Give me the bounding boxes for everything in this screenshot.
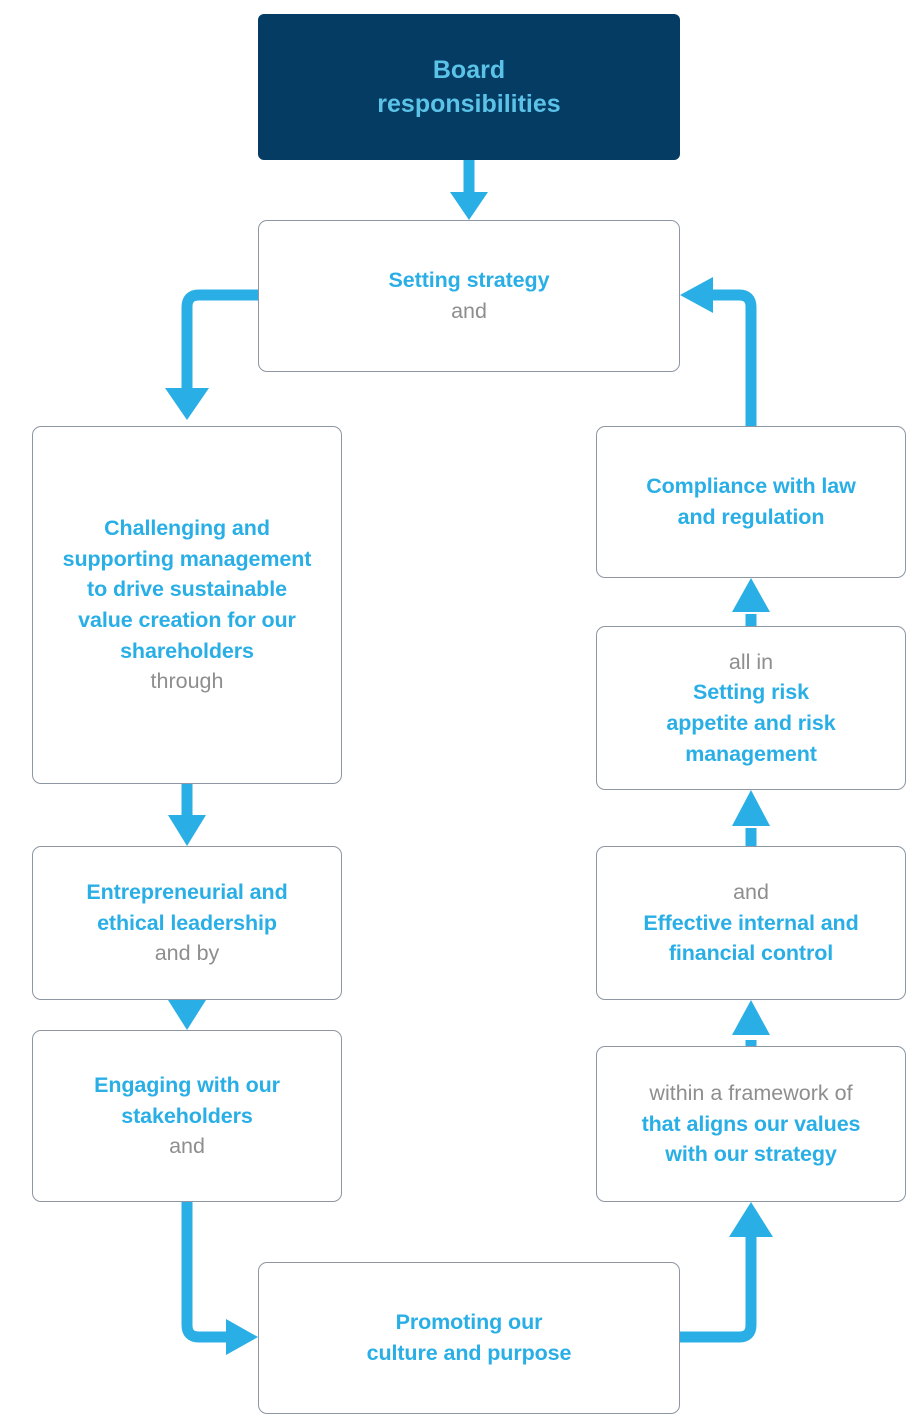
compliance-line1: Compliance with law (646, 474, 856, 499)
connector-promoting-to-within-framework (680, 1202, 773, 1343)
challenging-supporting-line1: Challenging and (104, 516, 270, 541)
node-within-a-framework-of: within a framework of that aligns our va… (596, 1046, 906, 1202)
within-framework-line1: that aligns our values (641, 1111, 861, 1136)
entrepreneurial-line2: ethical leadership (97, 910, 277, 935)
setting-strategy-muted: and (451, 299, 487, 323)
setting-strategy-strong: Setting strategy (388, 268, 550, 293)
node-setting-risk-appetite-management: all in Setting risk appetite and risk ma… (596, 626, 906, 790)
connector-compliance-to-strategy (680, 277, 757, 426)
within-framework-muted: within a framework of (649, 1081, 853, 1106)
effective-control-line2: financial control (668, 941, 834, 966)
node-effective-internal-financial-control: and Effective internal and financial con… (596, 846, 906, 1000)
promoting-culture-line1: Promoting our (395, 1310, 543, 1335)
node-setting-strategy: Setting strategy and (258, 220, 680, 372)
connector-board-to-strategy (450, 160, 488, 220)
entrepreneurial-line1: Entrepreneurial and (86, 880, 288, 905)
engaging-stakeholders-line1: Engaging with our (94, 1073, 280, 1098)
connector-challenging-to-entrepreneurial (168, 784, 206, 846)
node-entrepreneurial-ethical-leadership: Entrepreneurial and ethical leadership a… (32, 846, 342, 1000)
connector-setting-risk-to-compliance (732, 578, 770, 626)
engaging-stakeholders-muted: and (169, 1134, 205, 1159)
challenging-supporting-line2: supporting management (62, 546, 312, 571)
challenging-supporting-line5: shareholders (120, 638, 254, 663)
entrepreneurial-muted: and by (154, 941, 220, 966)
connector-effective-control-to-setting-risk (732, 790, 770, 846)
setting-risk-muted: all in (728, 649, 774, 674)
promoting-culture-line2: culture and purpose (366, 1341, 572, 1365)
board-responsibilities-line1: Board (432, 56, 506, 84)
connector-within-framework-to-effective-control (732, 1000, 770, 1046)
within-framework-line2: with our strategy (665, 1142, 837, 1167)
node-board-responsibilities: Board responsibilities (258, 14, 680, 160)
node-challenging-supporting-management: Challenging and supporting management to… (32, 426, 342, 784)
setting-risk-line1: Setting risk (693, 680, 809, 705)
board-responsibilities-line2: responsibilities (377, 90, 561, 118)
connector-engaging-to-promoting (181, 1202, 258, 1355)
engaging-stakeholders-line2: stakeholders (121, 1103, 253, 1128)
node-engaging-with-stakeholders: Engaging with our stakeholders and (32, 1030, 342, 1202)
challenging-supporting-line3: to drive sustainable (87, 577, 287, 602)
setting-risk-line3: management (685, 741, 817, 766)
effective-control-muted: and (733, 880, 769, 905)
node-compliance-with-law-and-regulation: Compliance with law and regulation (596, 426, 906, 578)
challenging-supporting-muted: through (150, 669, 224, 694)
compliance-line2: and regulation (677, 505, 825, 529)
connector-strategy-to-challenging (165, 289, 258, 420)
challenging-supporting-line4: value creation for our (78, 608, 296, 632)
connector-entrepreneurial-to-engaging (168, 1000, 206, 1030)
setting-risk-line2: appetite and risk (666, 711, 836, 735)
node-promoting-culture-and-purpose: Promoting our culture and purpose (258, 1262, 680, 1414)
effective-control-line1: Effective internal and (643, 910, 859, 935)
